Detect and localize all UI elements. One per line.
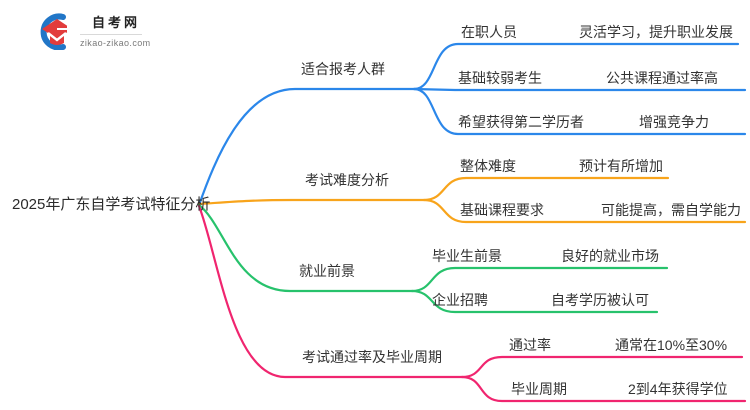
branch-label-suitable: 适合报考人群 — [301, 61, 385, 77]
line-employment-r1 — [410, 266, 669, 293]
leaf-value: 自考学历被认可 — [551, 292, 649, 308]
line-difficulty-main — [197, 198, 426, 206]
leaf-value: 公共课程通过率高 — [606, 70, 718, 86]
leaf-key: 毕业周期 — [511, 381, 567, 397]
leaf-key: 整体难度 — [460, 158, 516, 174]
line-passrate-r1 — [460, 355, 744, 379]
leaf-key: 企业招聘 — [432, 292, 488, 308]
line-suitable-r1 — [412, 42, 740, 91]
logo: 自考网 zikao-zikao.com — [34, 10, 151, 50]
root-node: 2025年广东自学考试特征分析 — [12, 196, 211, 213]
leaf-value: 2到4年获得学位 — [628, 381, 728, 397]
leaf-key: 基础较弱考生 — [458, 70, 542, 86]
logo-domain: zikao-zikao.com — [80, 38, 151, 48]
leaf-key: 希望获得第二学历者 — [458, 114, 584, 130]
leaf-key: 毕业生前景 — [432, 248, 502, 264]
logo-title: 自考网 — [92, 15, 141, 30]
graduation-cap-icon — [40, 13, 73, 50]
line-difficulty-r2 — [422, 198, 747, 224]
line-passrate-main — [197, 204, 464, 379]
line-passrate-r2 — [460, 375, 747, 403]
branch-label-difficulty: 考试难度分析 — [305, 172, 389, 188]
logo-text-block: 自考网 zikao-zikao.com — [80, 10, 151, 48]
leaf-value: 灵活学习，提升职业发展 — [579, 24, 733, 40]
leaf-value: 增强竞争力 — [639, 114, 709, 130]
leaf-key: 在职人员 — [461, 24, 517, 40]
line-difficulty-r1 — [422, 176, 670, 202]
branch-label-employment: 就业前景 — [299, 263, 355, 279]
leaf-key: 基础课程要求 — [460, 202, 544, 218]
logo-divider — [80, 34, 142, 35]
leaf-value: 可能提高，需自学能力 — [601, 202, 741, 218]
branch-label-passrate: 考试通过率及毕业周期 — [302, 349, 442, 365]
leaf-value: 良好的就业市场 — [561, 248, 659, 264]
leaf-value: 通常在10%至30% — [615, 337, 728, 353]
line-employment-r2 — [410, 289, 659, 314]
line-suitable-r3 — [412, 87, 747, 136]
line-suitable-main — [197, 87, 416, 207]
leaf-key: 通过率 — [509, 337, 551, 353]
line-suitable-r2 — [412, 87, 747, 92]
leaf-value: 预计有所增加 — [579, 158, 663, 174]
line-employment-main — [197, 203, 414, 293]
